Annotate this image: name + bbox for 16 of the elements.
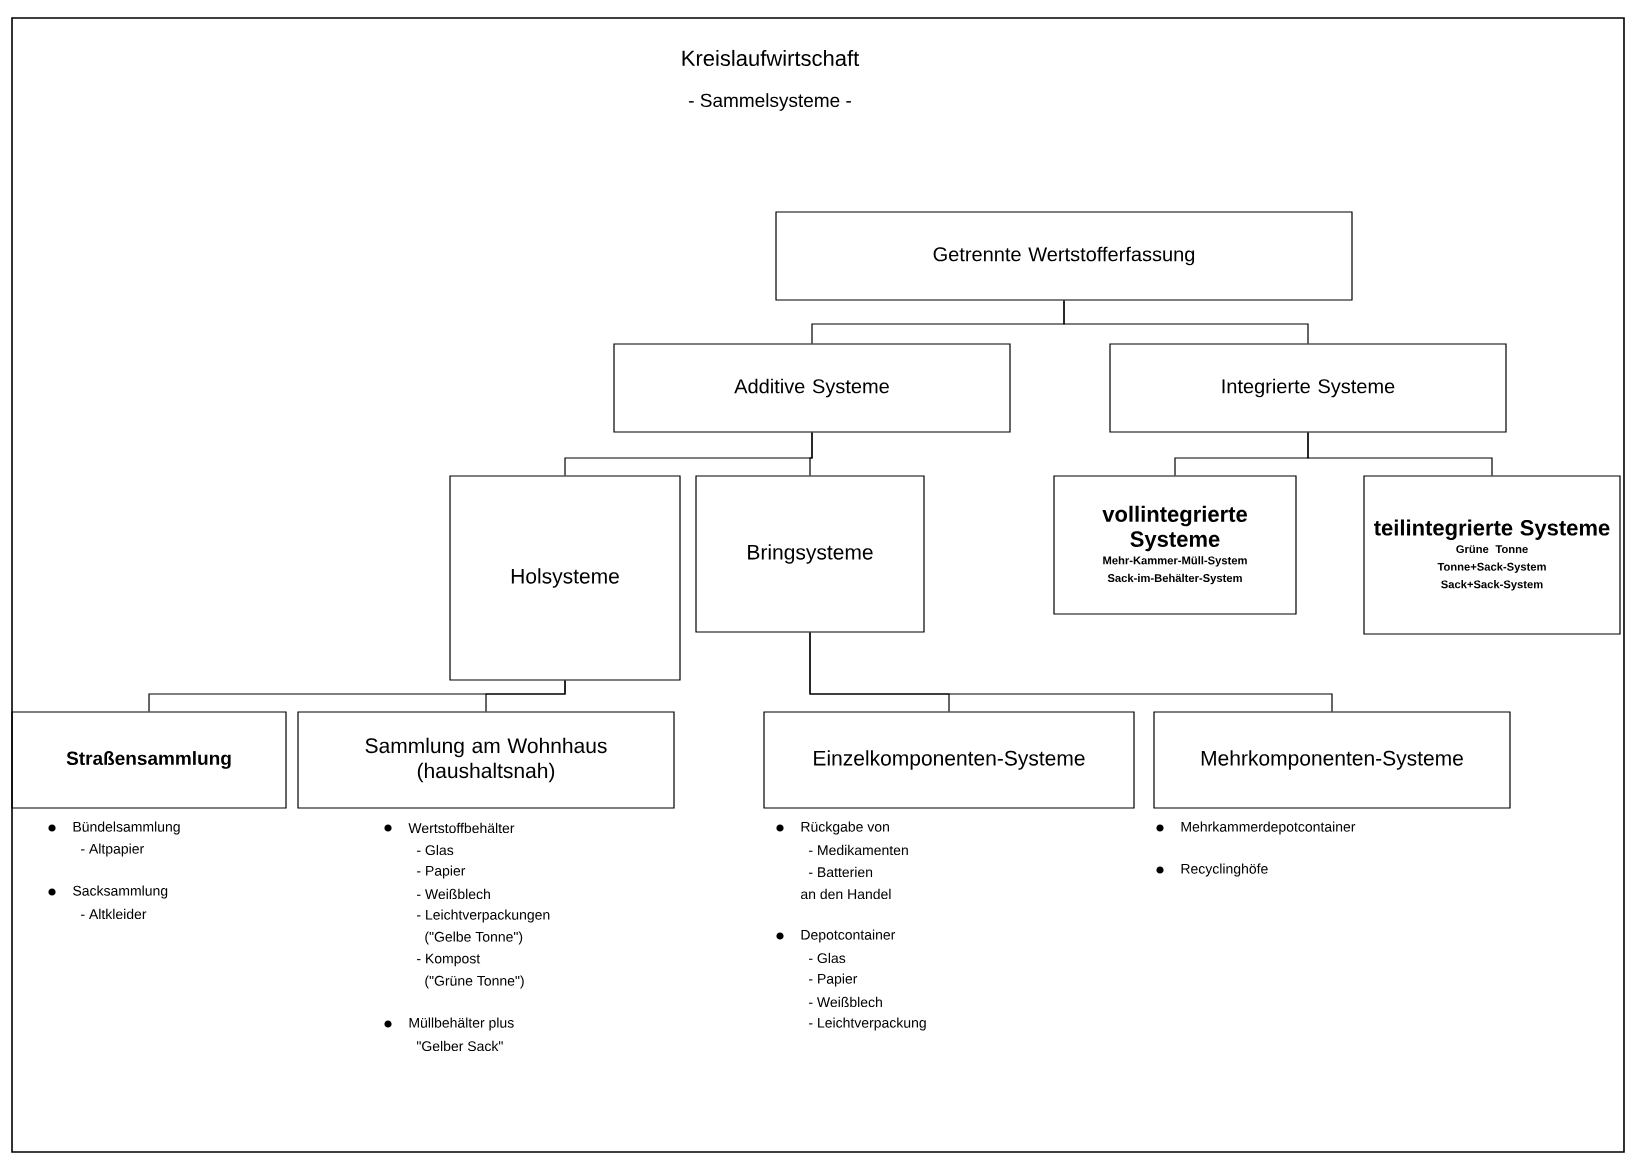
box: Mehrkomponenten-Systeme (1153, 711, 1511, 809)
box: Straßensammlung (11, 711, 287, 809)
box: Holsysteme (449, 475, 681, 681)
connector (485, 680, 566, 712)
box: Sammlung am Wohnhaus (haushaltsnah) (297, 711, 675, 809)
title: Kreislaufwirtschaft (682, 49, 860, 67)
box: Getrennte Wertstofferfassung (775, 211, 1353, 301)
box: Integrierte Systeme (1109, 343, 1507, 433)
box: Einzelkomponenten-Systeme (763, 711, 1135, 809)
box: Bringsysteme (695, 475, 925, 633)
connector (809, 632, 1333, 712)
connector (1063, 300, 1309, 344)
connector (809, 432, 813, 476)
box: Additive Systeme (613, 343, 1011, 433)
connector (1307, 432, 1493, 476)
subtitle: - Sammelsysteme - (689, 93, 851, 111)
